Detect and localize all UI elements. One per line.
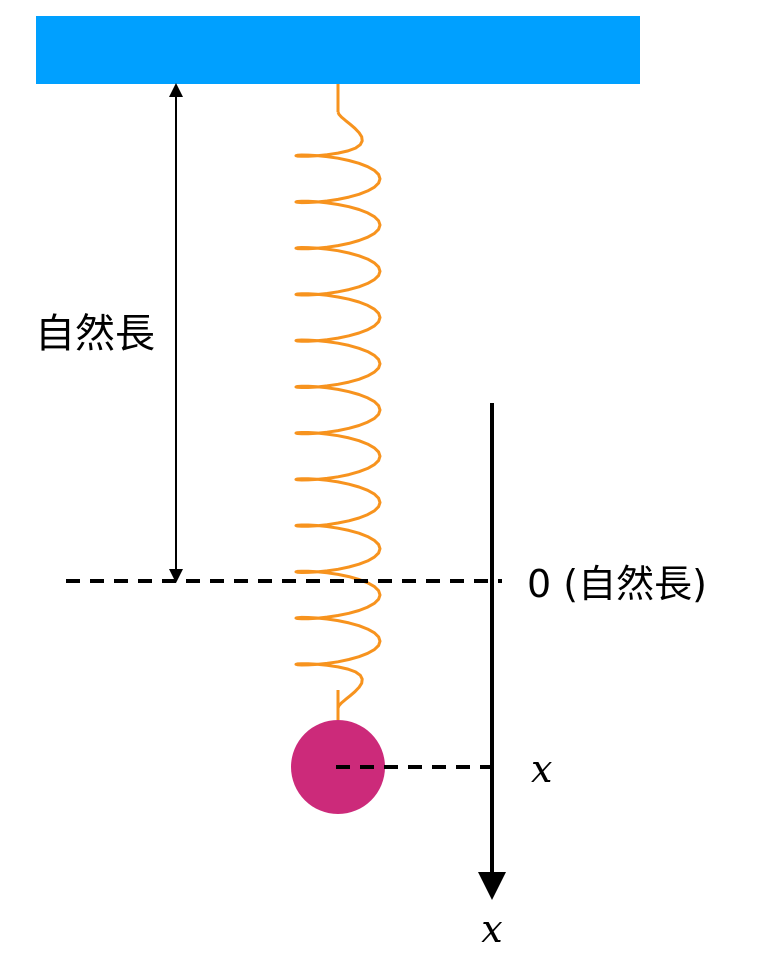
natural-length-label: 自然長 <box>35 311 155 357</box>
zero-mark-label: 0 (自然長) <box>527 562 707 606</box>
ceiling-block <box>36 16 640 84</box>
x-mark-label: x <box>531 747 552 791</box>
spring <box>294 84 382 720</box>
x-axis-label: x <box>481 907 502 951</box>
x-axis-arrowhead <box>478 872 506 900</box>
